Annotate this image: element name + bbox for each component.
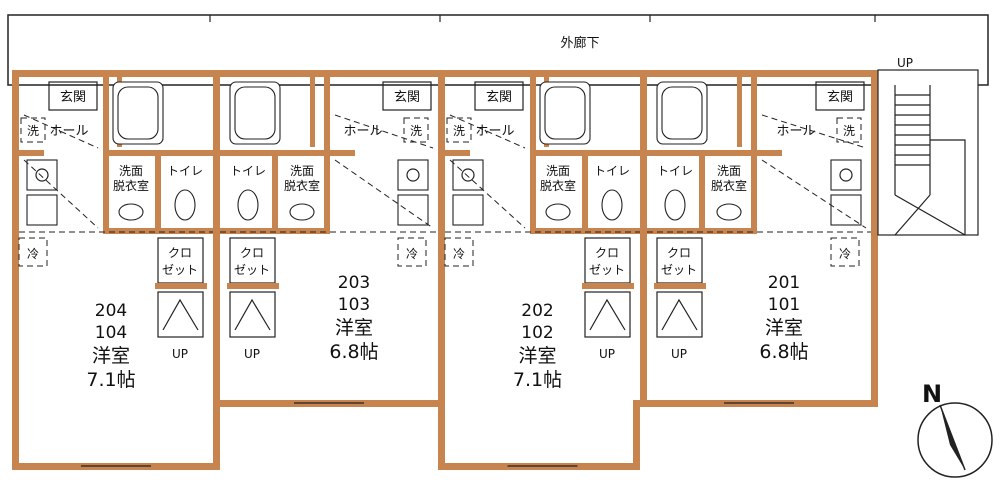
fridge-box <box>397 237 427 267</box>
stove <box>452 159 484 191</box>
closet-label-1: クロ <box>240 246 264 260</box>
room-number-lower: 104 <box>95 323 127 343</box>
washroom-label-1: 洗面 <box>290 164 314 178</box>
washer-label: 洗 <box>27 124 39 138</box>
toilet-label: トイレ <box>167 164 203 178</box>
room-size: 6.8帖 <box>329 341 378 363</box>
north-arrow: N <box>917 380 993 478</box>
room-number-upper: 204 <box>95 301 127 321</box>
room-number-upper: 203 <box>338 273 370 293</box>
hall-label: ホール <box>49 124 88 139</box>
toilet-label: トイレ <box>230 164 266 178</box>
room-size: 7.1帖 <box>513 369 562 391</box>
room-name: 洋室 <box>92 345 130 367</box>
corridor-ticks <box>209 15 876 22</box>
room-name: 洋室 <box>335 317 373 339</box>
toilet-bowl <box>664 189 686 221</box>
washroom-label-2: 脱衣室 <box>284 178 320 193</box>
fridge-box <box>444 237 474 267</box>
inner-stair <box>157 291 204 338</box>
inner-stair-up: UP <box>244 347 260 361</box>
entrance-label: 玄関 <box>486 90 512 105</box>
closet-label-2: ゼット <box>162 263 198 277</box>
washer-label: 洗 <box>843 124 855 138</box>
sink-counter <box>452 194 484 226</box>
sink <box>716 203 742 221</box>
sink <box>118 203 144 221</box>
entrance-box <box>382 81 432 111</box>
closet-label-1: クロ <box>595 246 619 260</box>
sink-counter <box>830 194 862 226</box>
closet-label-1: クロ <box>168 246 192 260</box>
room-size: 7.1帖 <box>86 369 135 391</box>
sink <box>289 203 315 221</box>
washroom-label-2: 脱衣室 <box>540 178 576 193</box>
stair: UP <box>877 56 979 236</box>
washroom-label-2: 脱衣室 <box>113 178 149 193</box>
washroom-label-1: 洗面 <box>546 164 570 178</box>
fridge-label: 冷 <box>453 247 465 261</box>
sink-counter <box>397 194 429 226</box>
toilet-bowl <box>174 189 196 221</box>
north-label: N <box>922 380 942 408</box>
corridor-label: 外廊下 <box>560 35 599 51</box>
entrance-box <box>48 81 98 111</box>
inner-stair-up: UP <box>599 347 615 361</box>
closet-label-2: ゼット <box>234 263 270 277</box>
room-name: 洋室 <box>765 317 803 339</box>
inner-stair <box>229 291 276 338</box>
washer-label: 洗 <box>410 124 422 138</box>
washroom-label-1: 洗面 <box>119 164 143 178</box>
fridge-label: 冷 <box>839 247 851 261</box>
entrance-label: 玄関 <box>60 90 86 105</box>
fridge-box <box>18 237 48 267</box>
toilet-bowl <box>601 189 623 221</box>
toilet-label: トイレ <box>657 164 693 178</box>
fridge-label: 冷 <box>27 247 39 261</box>
toilet-bowl <box>237 189 259 221</box>
washroom-label-1: 洗面 <box>717 164 741 178</box>
room-number-upper: 201 <box>768 273 800 293</box>
stove <box>830 159 862 191</box>
room-number-lower: 101 <box>768 295 800 315</box>
stove <box>26 159 58 191</box>
sink-counter <box>26 194 58 226</box>
washer-label: 洗 <box>453 124 465 138</box>
hall-label: ホール <box>343 124 382 139</box>
washroom-label-2: 脱衣室 <box>711 178 747 193</box>
hall-label: ホール <box>776 124 815 139</box>
toilet-label: トイレ <box>594 164 630 178</box>
room-number-upper: 202 <box>521 301 553 321</box>
entrance-box <box>474 81 524 111</box>
room-size: 6.8帖 <box>759 341 808 363</box>
stove <box>397 159 429 191</box>
entrance-box <box>815 81 865 111</box>
inner-stair <box>584 291 631 338</box>
closet-label-2: ゼット <box>661 263 697 277</box>
sink <box>545 203 571 221</box>
closet-label-2: ゼット <box>589 263 625 277</box>
closet-label-1: クロ <box>667 246 691 260</box>
room-number-lower: 103 <box>338 295 370 315</box>
stair-up-label: UP <box>897 56 913 70</box>
hall-label: ホール <box>475 124 514 139</box>
inner-stair <box>656 291 703 338</box>
inner-stair-up: UP <box>671 347 687 361</box>
entrance-label: 玄関 <box>394 90 420 105</box>
entrance-label: 玄関 <box>827 90 853 105</box>
inner-stair-up: UP <box>172 347 188 361</box>
room-number-lower: 102 <box>521 323 553 343</box>
fridge-box <box>830 237 860 267</box>
fridge-label: 冷 <box>406 247 418 261</box>
room-name: 洋室 <box>518 345 556 367</box>
